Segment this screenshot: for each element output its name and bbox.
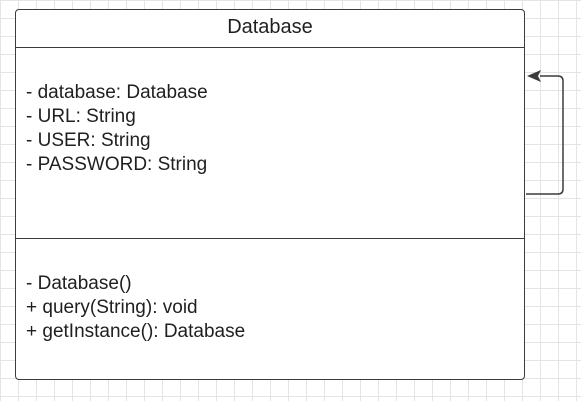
- methods-section: - Database() + query(String): void + get…: [26, 272, 245, 344]
- class-name: Database: [16, 10, 524, 48]
- method-constructor: - Database(): [26, 273, 132, 294]
- attributes-section: - database: Database - URL: String - USE…: [26, 81, 208, 177]
- attribute-password: - PASSWORD: String: [26, 154, 208, 175]
- section-divider: [16, 238, 524, 239]
- method-get-instance: + getInstance(): Database: [26, 321, 246, 342]
- attribute-url: - URL: String: [26, 106, 136, 127]
- uml-class-box[interactable]: Database - database: Database - URL: Str…: [15, 9, 525, 380]
- attribute-database: - database: Database: [26, 82, 208, 103]
- arrowhead-icon: [527, 70, 541, 82]
- self-association-line: [526, 75, 564, 195]
- method-query: + query(String): void: [26, 297, 198, 318]
- attribute-user: - USER: String: [26, 130, 151, 151]
